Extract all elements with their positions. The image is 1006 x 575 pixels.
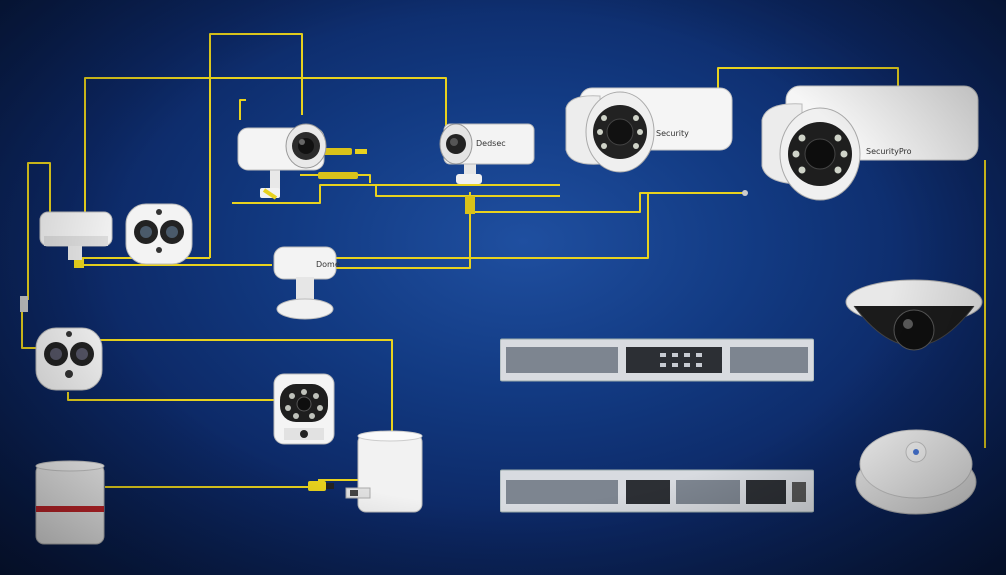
ptz-camera-icon: Dome [273,246,340,320]
dome-camera-icon [845,279,983,351]
cylinder-icon [345,430,423,513]
ir-camera-icon [273,373,335,445]
wire-connectors [20,148,748,491]
hub-icon [39,211,113,260]
bullet-camera-icon [237,123,327,200]
ir-camera [272,372,336,446]
wire-segment [27,162,51,300]
cylinder-icon [35,460,105,545]
cylinder-device-white [344,430,426,516]
wire-segment [334,193,649,259]
ptz-camera: Dome [270,245,340,321]
camera-brand-label: Dedsec [476,139,506,148]
dual-lens-camera-icon [35,327,103,391]
camera-brand-label: Security [656,129,689,138]
bullet-camera-large-2: SecurityPro [758,84,982,204]
rack-server-icon [500,469,814,513]
sensor-hub [38,206,116,264]
nvr-rack-top [500,337,814,383]
bullet-camera-icon: SecurityPro [761,85,979,201]
camera-brand-label: Dome [316,260,340,269]
wire-segment [209,33,303,258]
detector-icon [855,429,977,515]
dome-camera [842,276,986,370]
wire-segment [717,67,899,96]
dual-lens-camera-icon [125,203,193,265]
rack-server-icon [500,338,814,382]
bullet-camera-mid: Dedsec [436,118,536,193]
cylinder-device-red [34,460,106,548]
bullet-camera-small [236,112,336,202]
wire-segment [239,99,246,120]
wire-segment [334,212,471,269]
camera-brand-label: SecurityPro [866,147,912,156]
dual-lens-camera-left [34,324,104,394]
smoke-detector [852,424,980,518]
dual-lens-camera-top [124,200,194,268]
wire-segment [21,300,40,349]
wire-segment [67,392,275,401]
wire-segment [100,339,393,432]
bullet-camera-icon: Security [565,87,733,173]
bullet-camera-icon: Dedsec [439,123,535,184]
bullet-camera-large-1: Security [560,84,736,186]
nvr-rack-bottom [500,468,814,514]
wire-segment [84,77,447,212]
